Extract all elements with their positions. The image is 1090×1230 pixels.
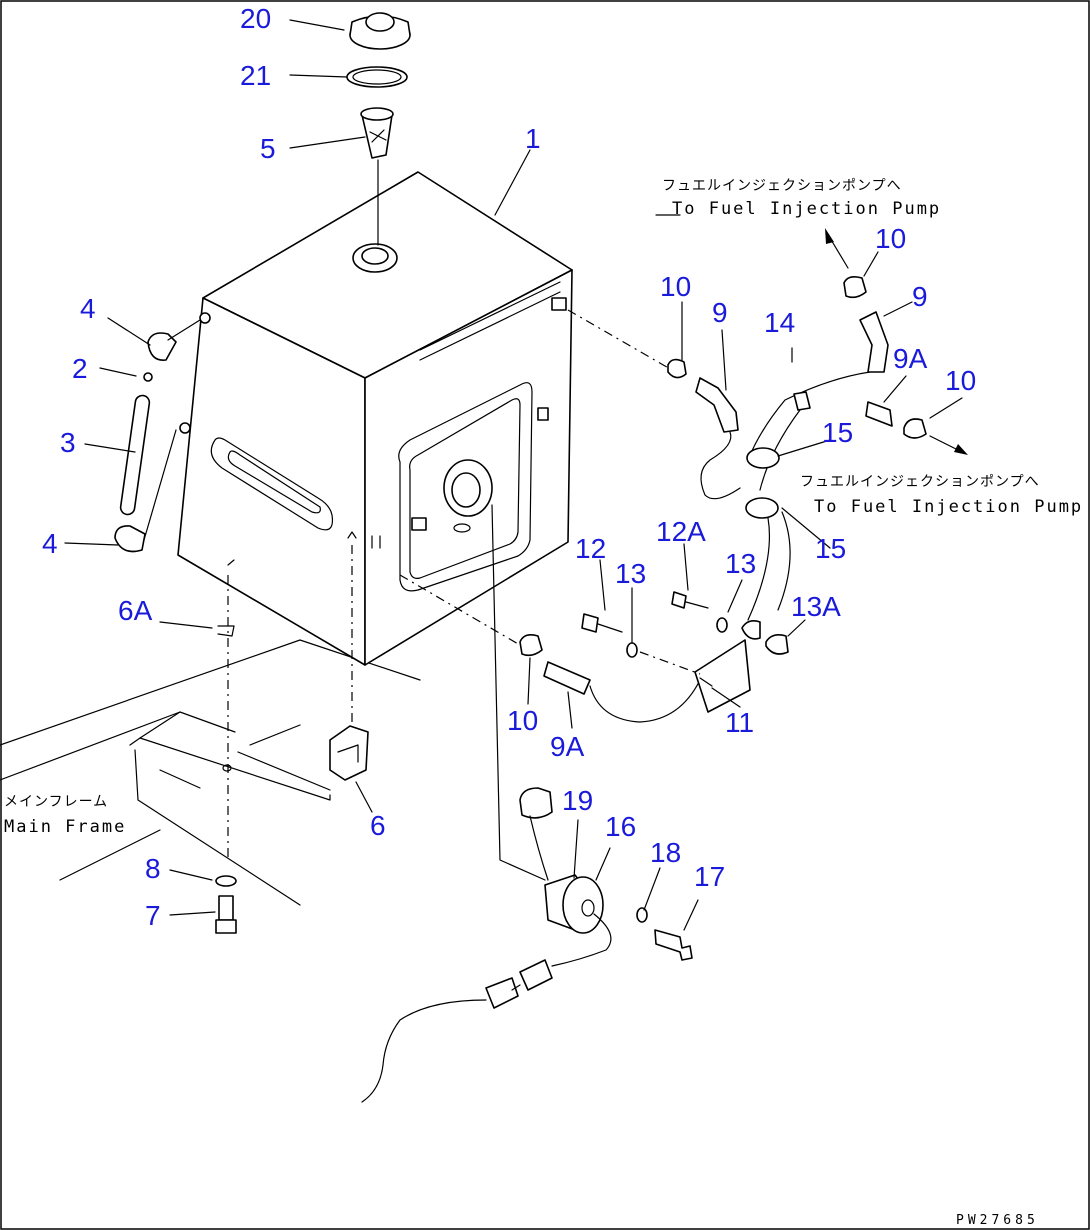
callout-9A-b: 9A — [550, 731, 585, 762]
callout-13-a: 13 — [615, 558, 646, 589]
callout-8: 8 — [145, 853, 161, 884]
callout-16: 16 — [605, 811, 636, 842]
callout-12A: 12A — [656, 516, 706, 547]
callout-1: 1 — [525, 123, 541, 154]
mounting-hardware — [215, 531, 381, 934]
callout-13A: 13A — [791, 591, 841, 622]
fuel-tank — [177, 171, 573, 666]
callout-6: 6 — [370, 810, 386, 841]
callout-9A-a: 9A — [893, 343, 928, 374]
leader-lines — [64, 19, 963, 931]
callout-10-d: 10 — [507, 705, 538, 736]
callout-9-a: 9 — [712, 297, 728, 328]
callout-6A: 6A — [118, 595, 153, 626]
note-main-frame-jp: メインフレーム — [4, 794, 108, 810]
note-to-pump-top-jp: フュエルインジェクションポンプへ — [662, 178, 902, 194]
note-to-pump-right-en: To Fuel Injection Pump — [814, 497, 1083, 517]
callout-4-upper: 4 — [80, 293, 96, 324]
callout-10-b: 10 — [875, 223, 906, 254]
callout-7: 7 — [145, 900, 161, 931]
note-to-pump-right-jp: フュエルインジェクションポンプへ — [800, 474, 1040, 490]
callout-numbers: 20 21 5 1 4 2 3 4 6A 6 8 7 10 9 14 10 9 … — [42, 3, 976, 931]
callout-3: 3 — [60, 427, 76, 458]
callout-10-a: 10 — [660, 271, 691, 302]
drawing-code: PW27685 — [956, 1213, 1039, 1228]
callout-5: 5 — [260, 133, 276, 164]
callout-12: 12 — [575, 533, 606, 564]
callout-20: 20 — [240, 3, 271, 34]
note-main-frame-en: Main Frame — [4, 817, 126, 837]
callout-21: 21 — [240, 60, 271, 91]
note-to-pump-top-en: To Fuel Injection Pump — [672, 199, 941, 219]
callout-9-b: 9 — [912, 281, 928, 312]
callout-4-lower: 4 — [42, 528, 58, 559]
callout-15-a: 15 — [822, 417, 853, 448]
callout-19: 19 — [562, 785, 593, 816]
annotations: フュエルインジェクションポンプへ To Fuel Injection Pump … — [4, 178, 1083, 1228]
level-gauge — [114, 319, 201, 553]
fuel-level-sender — [361, 504, 693, 1103]
callout-17: 17 — [694, 861, 725, 892]
main-frame — [0, 639, 421, 906]
callout-2: 2 — [72, 353, 88, 384]
callout-10-c: 10 — [945, 365, 976, 396]
callout-18: 18 — [650, 837, 681, 868]
callout-13-b: 13 — [725, 548, 756, 579]
callout-14: 14 — [764, 307, 795, 338]
callout-11: 11 — [725, 707, 754, 738]
callout-15-b: 15 — [815, 533, 846, 564]
fuel-hoses — [399, 228, 968, 723]
